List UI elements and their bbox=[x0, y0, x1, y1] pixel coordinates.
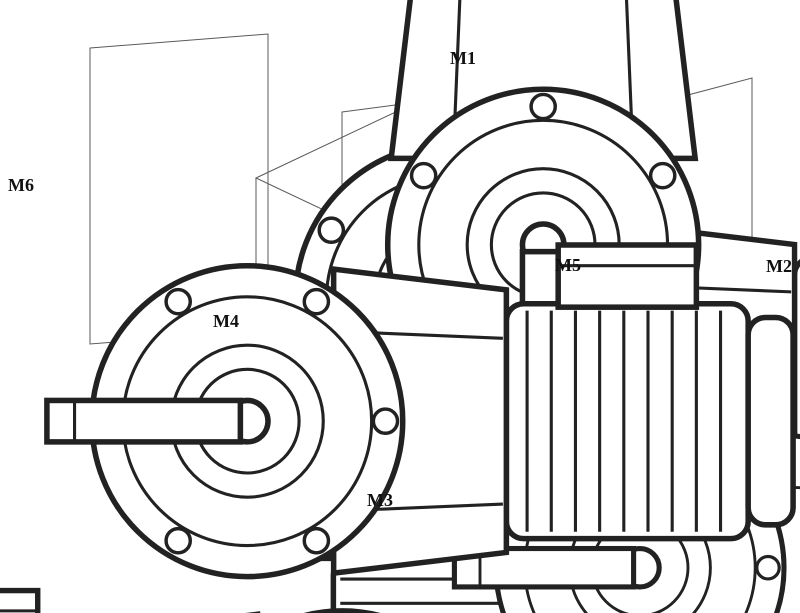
label-m1: M1 bbox=[450, 48, 476, 68]
label-m4: M4 bbox=[213, 311, 239, 331]
label-m2: M2 bbox=[766, 256, 792, 276]
label-m3: M3 bbox=[367, 490, 393, 510]
label-m6: M6 bbox=[8, 175, 34, 195]
label-m5: M5 bbox=[555, 255, 581, 275]
gearmotor-m6-illustration bbox=[46, 244, 794, 578]
